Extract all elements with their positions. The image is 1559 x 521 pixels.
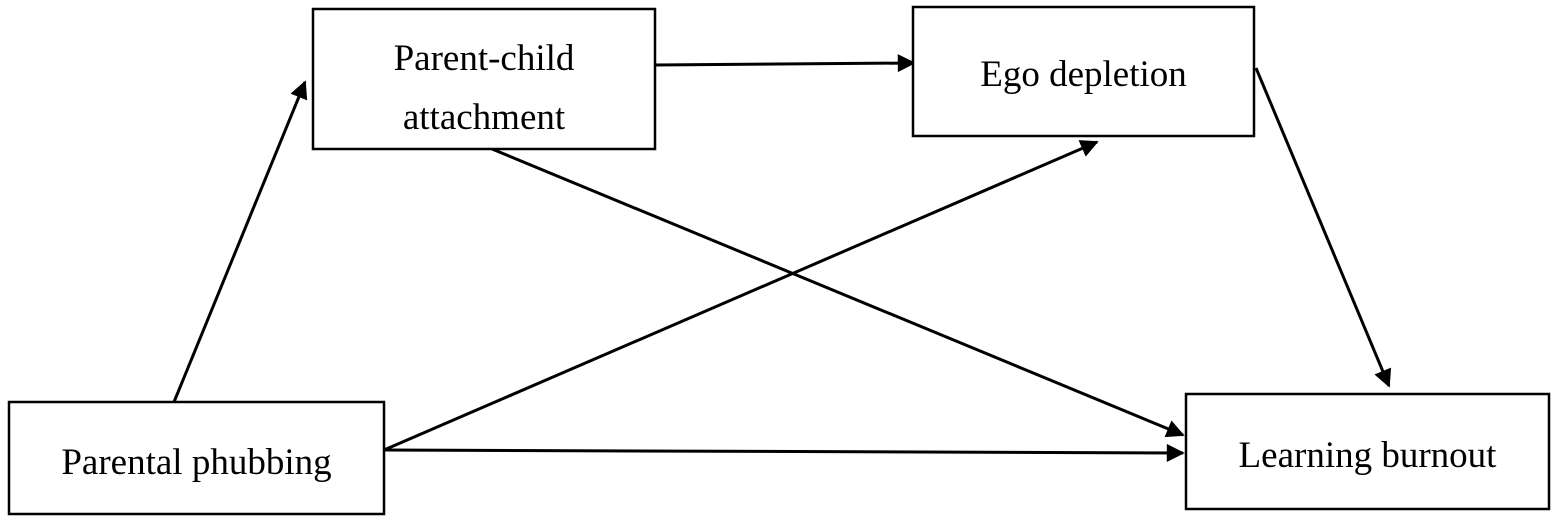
node-parental-phubbing: Parental phubbing bbox=[7, 400, 386, 516]
svg-text:attachment: attachment bbox=[403, 97, 566, 138]
svg-text:Ego depletion: Ego depletion bbox=[980, 54, 1187, 95]
edge-attachment-to-ego-depletion bbox=[654, 54, 916, 73]
edge-attachment-to-burnout bbox=[479, 142, 1185, 438]
svg-text:Parental phubbing: Parental phubbing bbox=[61, 442, 331, 483]
node-learning-burnout: Learning burnout bbox=[1184, 392, 1551, 511]
node-ego-depletion-label: Ego depletion bbox=[980, 54, 1187, 95]
node-parent-child-attachment-label-line1: Parent-child bbox=[394, 38, 575, 79]
svg-text:Learning burnout: Learning burnout bbox=[1239, 435, 1498, 476]
node-learning-burnout-box bbox=[1184, 392, 1551, 511]
svg-text:Parent-child: Parent-child bbox=[394, 38, 575, 79]
node-parental-phubbing-box bbox=[7, 400, 386, 516]
node-ego-depletion-box bbox=[911, 5, 1256, 138]
node-parent-child-attachment-box bbox=[311, 7, 657, 151]
node-learning-burnout-label: Learning burnout bbox=[1239, 435, 1498, 476]
node-parent-child-attachment-label-line2: attachment bbox=[403, 97, 566, 138]
edge-phubbing-to-attachment bbox=[172, 80, 308, 403]
node-parental-phubbing-label: Parental phubbing bbox=[61, 442, 331, 483]
edge-phubbing-to-ego-depletion bbox=[383, 140, 1099, 452]
edge-ego-depletion-to-burnout bbox=[1254, 67, 1392, 388]
edge-phubbing-to-burnout bbox=[383, 443, 1185, 462]
node-parent-child-attachment: Parent-child attachment bbox=[311, 7, 657, 151]
edge-group bbox=[172, 54, 1392, 462]
node-ego-depletion: Ego depletion bbox=[911, 5, 1256, 138]
